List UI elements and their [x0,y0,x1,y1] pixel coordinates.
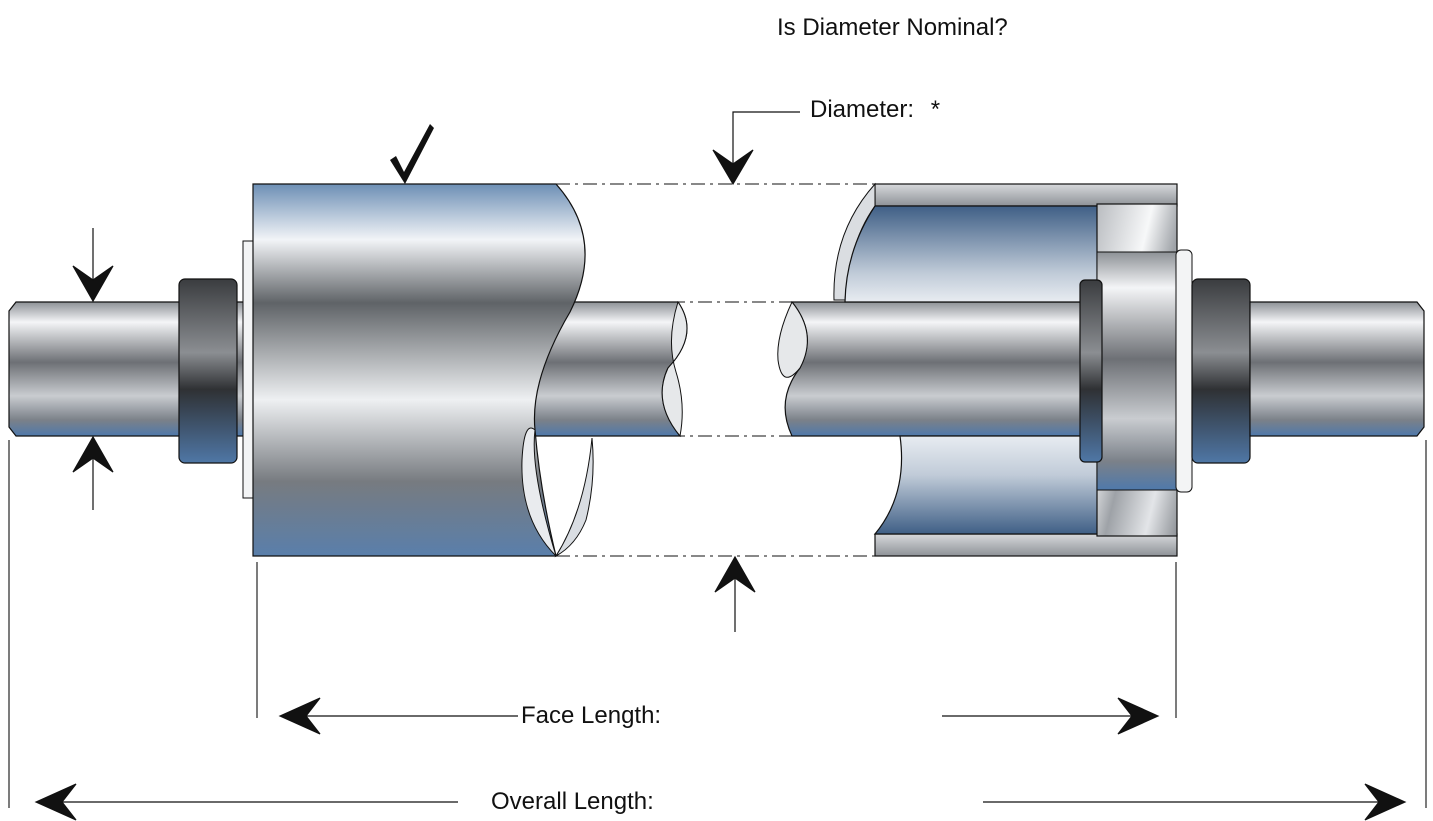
diameter-label-text: Diameter: [810,96,915,123]
right-end-cap [1079,203,1193,537]
left-tube-shell [252,183,594,558]
left-end-plate [242,240,255,499]
right-journal-shaft [1249,301,1425,437]
center-shaft [519,300,1086,438]
overall-length-dimension [34,783,1407,821]
shaft-diameter-arrows [72,228,114,510]
required-asterisk: * [930,96,941,123]
tube-diameter-arrows [712,111,800,632]
face-length-label: Face Length: [521,702,662,730]
left-bearing-ring [178,278,238,464]
right-bearing-ring [1191,278,1251,464]
face-length-dimension [278,697,1160,735]
checkmark-icon[interactable] [386,120,438,188]
right-tube-cutaway [833,182,1178,557]
diameter-label: Diameter: * [810,96,941,124]
overall-length-label: Overall Length: [491,788,654,816]
projection-lines [556,183,875,557]
extension-lines [8,440,1427,808]
diameter-nominal-question: Is Diameter Nominal? [777,14,1008,42]
